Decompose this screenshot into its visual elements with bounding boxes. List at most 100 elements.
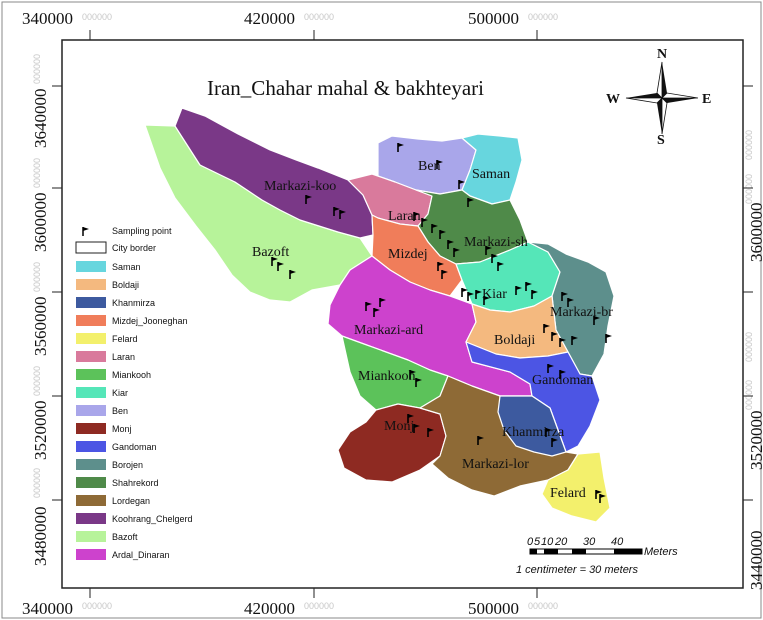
left-tick-label: 3520000: [31, 401, 50, 461]
label-markazi-lor: Markazi-lor: [462, 457, 529, 472]
sampling-point-flag-icon: [467, 198, 474, 207]
legend: Sampling point City border SamanBoldajiK…: [75, 226, 193, 560]
right-tick-label: 3440000: [747, 531, 763, 591]
legend-items: SamanBoldajiKhanmirzaMizdej_JooneghanFel…: [76, 261, 193, 560]
legend-item: Lordegan: [76, 495, 150, 506]
scale-unit: Meters: [644, 546, 678, 558]
sampling-point-flag-icon: [447, 240, 454, 249]
legend-item: Saman: [76, 261, 141, 272]
sampling-point-flag-icon: [467, 292, 474, 301]
sampling-point-flag-icon: [413, 212, 420, 221]
bottom-tick-ghost: 000000: [528, 601, 558, 611]
right-tick-label: 3600000: [747, 203, 763, 263]
top-axis: 340000 000000 420000 000000 500000 00000…: [22, 9, 558, 40]
legend-swatch: [76, 405, 106, 416]
legend-item: Bazoft: [76, 531, 138, 542]
right-tick-ghost: 000000: [744, 380, 754, 410]
sampling-point-flag-icon: [551, 438, 558, 447]
top-tick-ghost: 000000: [82, 12, 112, 22]
legend-label: Ben: [112, 406, 128, 416]
legend-item: Mizdej_Jooneghan: [76, 315, 188, 326]
legend-label: City border: [112, 243, 156, 253]
scale-tick-label: 10: [541, 536, 554, 548]
top-tick-ghost: 000000: [304, 12, 334, 22]
sampling-point-flag-icon: [547, 364, 554, 373]
bottom-tick-ghost: 000000: [304, 601, 334, 611]
compass-e: E: [702, 92, 711, 107]
scale-tick-label: 20: [554, 536, 568, 548]
legend-swatch: [76, 369, 106, 380]
sampling-point-flag-icon: [605, 334, 612, 343]
legend-label: Lordegan: [112, 496, 150, 506]
legend-swatch: [76, 297, 106, 308]
legend-label: Khanmirza: [112, 298, 155, 308]
sampling-point-flag-icon: [289, 270, 296, 279]
label-miankooh: Miankooh: [358, 369, 416, 384]
legend-item: Gandoman: [76, 441, 157, 452]
left-tick-label: 3640000: [31, 89, 50, 149]
sampling-point-flag-icon: [497, 262, 504, 271]
sampling-point-flag-icon: [436, 160, 443, 169]
legend-swatch: [76, 531, 106, 542]
legend-item: Boldaji: [76, 279, 139, 290]
label-kiar: Kiar: [482, 287, 507, 302]
legend-swatch: [76, 459, 106, 470]
legend-item: Felard: [76, 333, 138, 344]
legend-swatch: [76, 441, 106, 452]
sampling-point-flag-icon: [485, 246, 492, 255]
legend-swatch: [76, 423, 106, 434]
sampling-points: [271, 143, 612, 503]
label-monj: Monj: [384, 419, 414, 434]
sampling-point-flag-icon: [407, 414, 414, 423]
left-tick-ghost: 000000: [32, 158, 42, 188]
bottom-tick-label: 340000: [22, 599, 73, 618]
legend-swatch: [76, 333, 106, 344]
label-boldaji: Boldaji: [494, 333, 535, 348]
sampling-point-flag-icon: [531, 290, 538, 299]
right-axis: 000000 3600000 000000 000000 3520000 000…: [743, 85, 763, 591]
right-tick-ghost: 000000: [744, 332, 754, 362]
legend-item: Shahrekord: [76, 477, 159, 488]
sampling-point-flag-icon: [559, 338, 566, 347]
legend-label: Shahrekord: [112, 478, 159, 488]
legend-item: Miankooh: [76, 369, 151, 380]
legend-swatch: [76, 279, 106, 290]
sampling-point-flag-icon: [483, 296, 490, 305]
legend-label: Boldaji: [112, 280, 139, 290]
right-tick-ghost: 000000: [744, 130, 754, 160]
sampling-point-flag-icon: [461, 288, 468, 297]
legend-label: Kiar: [112, 388, 128, 398]
bottom-axis: 340000 000000 420000 000000 500000 00000…: [22, 588, 558, 618]
region-khanmirza: [497, 395, 567, 457]
legend-label: Gandoman: [112, 442, 157, 452]
province-regions: [144, 107, 615, 523]
map-title: Iran_Chahar mahal & bakhteyari: [207, 76, 484, 100]
legend-swatch: [76, 351, 106, 362]
label-khanmirza: Khanmirza: [502, 425, 565, 440]
left-axis: 3640000 000000 3600000 000000 3560000 00…: [31, 54, 62, 566]
sampling-point-flag-icon: [545, 428, 552, 437]
left-tick-label: 3560000: [31, 297, 50, 357]
scale-tick-label: 0: [527, 536, 534, 548]
legend-swatch: [76, 261, 106, 272]
sampling-point-flag-icon: [379, 298, 386, 307]
legend-item: Khanmirza: [76, 297, 155, 308]
sampling-point-flag-icon: [271, 257, 278, 266]
left-tick-ghost: 000000: [32, 262, 42, 292]
legend-label: Felard: [112, 334, 138, 344]
legend-item: Koohrang_Chelgerd: [76, 513, 193, 524]
compass-n: N: [657, 47, 667, 62]
sampling-point-flag-icon: [477, 436, 484, 445]
sampling-point-flag-icon: [561, 292, 568, 301]
label-bazoft: Bazoft: [252, 245, 289, 260]
left-tick-label: 3480000: [31, 507, 50, 567]
legend-label: Sampling point: [112, 226, 172, 236]
sampling-point-flag-icon: [305, 195, 312, 204]
sampling-point-flag-icon: [365, 302, 372, 311]
sampling-point-flag-icon: [439, 230, 446, 239]
legend-swatch: [76, 513, 106, 524]
bottom-tick-ghost: 000000: [82, 601, 112, 611]
legend-item: Ardal_Dinaran: [76, 549, 170, 560]
